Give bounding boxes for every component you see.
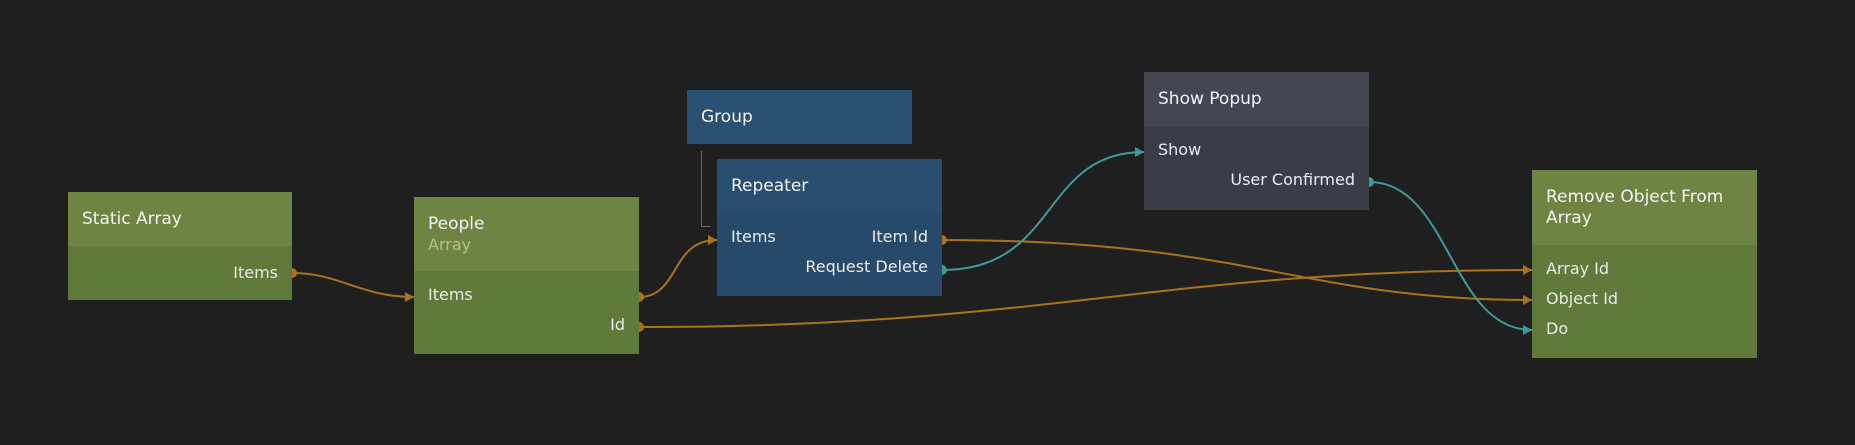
output-port-id-label[interactable]: Id: [610, 315, 625, 334]
input-port-items-label[interactable]: Items: [731, 227, 776, 246]
output-port-request-delete-label[interactable]: Request Delete: [805, 257, 928, 276]
node-title: People: [428, 213, 485, 234]
node-repeater[interactable]: Repeater Items Item Id Request Delete: [717, 159, 942, 296]
input-port-arrow[interactable]: [405, 292, 414, 302]
output-port-items-label[interactable]: Items: [233, 263, 278, 282]
input-port-array-id-label[interactable]: Array Id: [1546, 259, 1610, 278]
node-subtitle: Array: [428, 234, 472, 254]
node-header[interactable]: People Array: [414, 197, 639, 271]
node-title: Repeater: [731, 175, 809, 196]
node-remove-object-from-array[interactable]: Remove Object From Array Array Id Object…: [1532, 170, 1757, 358]
node-people[interactable]: People Array Items Id: [414, 197, 639, 354]
input-port-do-label[interactable]: Do: [1546, 319, 1569, 338]
wire-people-id-to-remove-array-id[interactable]: [638, 269, 1533, 328]
node-body: Items Item Id Request Delete: [717, 213, 942, 296]
node-header[interactable]: Show Popup: [1144, 72, 1369, 126]
wire-static-array-items-to-people-items[interactable]: [291, 272, 415, 298]
node-title: Remove Object From Array: [1546, 186, 1724, 228]
node-header[interactable]: Static Array: [68, 192, 292, 246]
group-child-bracket: [701, 151, 711, 227]
input-port-arrow[interactable]: [1523, 295, 1532, 305]
node-title: Group: [701, 106, 753, 127]
input-port-arrow[interactable]: [1523, 265, 1532, 275]
node-header[interactable]: Remove Object From Array: [1532, 170, 1757, 245]
input-port-object-id-label[interactable]: Object Id: [1546, 289, 1619, 308]
wire-people-items-to-repeater-items[interactable]: [638, 239, 718, 298]
output-port-item-id-label[interactable]: Item Id: [871, 227, 928, 246]
node-static-array[interactable]: Static Array Items: [68, 192, 292, 300]
output-port-user-confirmed-label[interactable]: User Confirmed: [1230, 170, 1355, 189]
node-body: Items: [68, 246, 292, 300]
node-show-popup[interactable]: Show Popup Show User Confirmed: [1144, 72, 1369, 210]
input-port-show-label[interactable]: Show: [1158, 140, 1202, 159]
node-body: Show User Confirmed: [1144, 126, 1369, 210]
node-group[interactable]: Group: [687, 90, 912, 144]
input-port-items-label[interactable]: Items: [428, 285, 473, 304]
node-header[interactable]: Repeater: [717, 159, 942, 213]
node-title: Static Array: [82, 208, 182, 229]
node-body: Array Id Object Id Do: [1532, 245, 1757, 358]
node-header[interactable]: Group: [687, 90, 912, 144]
node-body: Items Id: [414, 271, 639, 354]
node-title: Show Popup: [1158, 88, 1262, 109]
input-port-arrow[interactable]: [1523, 325, 1532, 335]
input-port-arrow[interactable]: [708, 235, 717, 245]
wire-repeater-request-delete-to-show-popup-show[interactable]: [941, 151, 1145, 271]
wire-repeater-item-id-to-remove-object-id[interactable]: [941, 239, 1533, 301]
wire-user-confirmed-to-remove-do[interactable]: [1368, 181, 1533, 331]
input-port-arrow[interactable]: [1135, 147, 1144, 157]
